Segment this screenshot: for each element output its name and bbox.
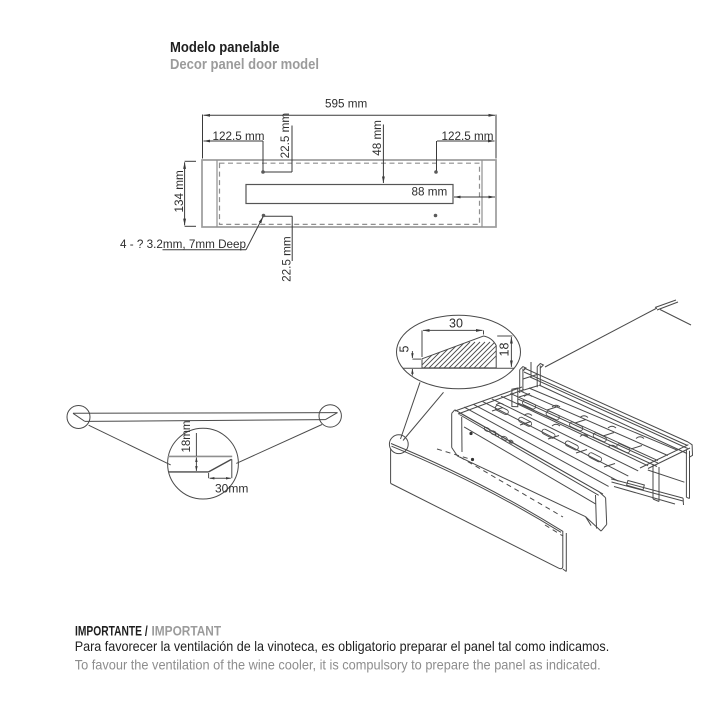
- svg-text:18: 18: [498, 343, 512, 357]
- svg-text:88 mm: 88 mm: [412, 186, 448, 199]
- svg-text:IMPORTANT: IMPORTANT: [152, 623, 222, 638]
- svg-text:134 mm: 134 mm: [173, 170, 186, 212]
- svg-text:5: 5: [398, 346, 412, 353]
- svg-text:595 mm: 595 mm: [325, 97, 367, 110]
- svg-text:18mm: 18mm: [181, 421, 193, 453]
- svg-text:Modelo panelable: Modelo panelable: [170, 40, 280, 56]
- svg-text:122.5 mm: 122.5 mm: [213, 130, 265, 143]
- svg-text:4 - ? 3.2mm, 7mm Deep: 4 - ? 3.2mm, 7mm Deep: [120, 238, 247, 251]
- svg-text:30mm: 30mm: [215, 482, 248, 496]
- svg-text:30: 30: [449, 317, 463, 331]
- svg-text:Para favorecer la ventilación: Para favorecer la ventilación de la vino…: [75, 638, 610, 654]
- svg-text:22.5 mm: 22.5 mm: [280, 236, 293, 281]
- svg-text:22.5 mm: 22.5 mm: [279, 113, 292, 158]
- svg-text:IMPORTANTE /: IMPORTANTE /: [75, 623, 148, 638]
- svg-text:122.5 mm: 122.5 mm: [442, 130, 494, 143]
- svg-text:To favour the ventilation of t: To favour the ventilation of the wine co…: [75, 657, 601, 673]
- svg-text:Decor panel door model: Decor panel door model: [170, 57, 319, 73]
- svg-text:48 mm: 48 mm: [371, 120, 384, 156]
